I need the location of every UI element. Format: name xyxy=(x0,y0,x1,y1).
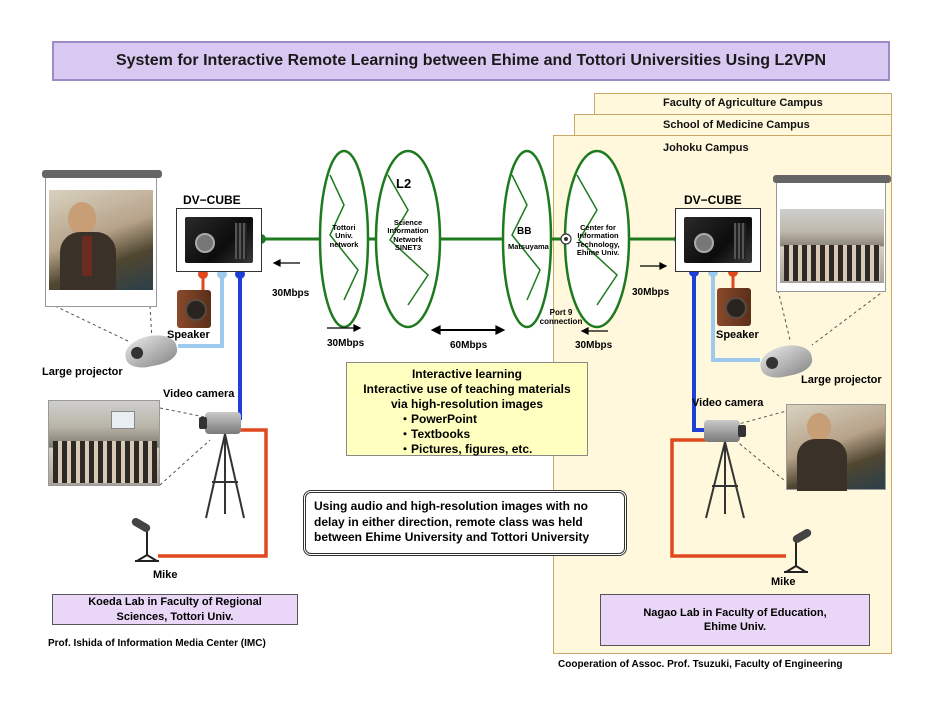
speaker-icon xyxy=(717,288,751,326)
left-camera-label: Video camera xyxy=(163,388,235,400)
microphone-icon xyxy=(784,529,812,573)
page-title: System for Interactive Remote Learning b… xyxy=(52,41,890,81)
left-dv-cube-label: DV−CUBE xyxy=(183,193,241,207)
dv-cube-icon xyxy=(684,217,752,263)
matsuyama-label: Matsuyama xyxy=(508,242,549,251)
speaker-icon xyxy=(177,290,211,328)
left-footer: Prof. Ishida of Information Media Center… xyxy=(48,638,266,649)
ehime-center-label: Center for Information Technology, Ehime… xyxy=(576,223,620,257)
left-dv-cube-box xyxy=(176,208,262,272)
right-footer: Cooperation of Assoc. Prof. Tsuzuki, Fac… xyxy=(558,659,843,670)
right-projector-label: Large projector xyxy=(801,374,882,386)
right-lab-box: Nagao Lab in Faculty of Education, Ehime… xyxy=(600,594,870,646)
sinet-speed: 60Mbps xyxy=(450,340,488,351)
right-speaker-label: Speaker xyxy=(716,329,759,341)
microphone-icon xyxy=(131,518,159,562)
interactive-line-1: Interactive learning xyxy=(411,367,523,381)
left-classroom-photo xyxy=(48,400,160,486)
tripod-icon xyxy=(705,441,745,519)
sinet-network-label: Science Information Network SINET3 xyxy=(387,218,429,252)
bb-label: BB xyxy=(517,226,532,237)
left-mike-label: Mike xyxy=(153,569,178,581)
left-speaker-label: Speaker xyxy=(167,329,210,341)
campus-label-agriculture: Faculty of Agriculture Campus xyxy=(663,97,823,109)
tripod-icon xyxy=(205,433,245,519)
video-camera-icon xyxy=(199,412,241,434)
port-label: Port 9 connection xyxy=(539,308,583,326)
right-mike-label: Mike xyxy=(771,576,796,588)
interactive-line-3: via high-resolution images xyxy=(390,397,544,411)
interactive-line-6: ・Pictures, figures, etc. xyxy=(399,442,533,456)
video-camera-icon xyxy=(704,420,746,442)
right-dv-cube-box xyxy=(675,208,761,272)
right-projection-screen xyxy=(773,175,891,292)
tottori-speed: 30Mbps xyxy=(327,338,365,349)
right-dv-cube-label: DV−CUBE xyxy=(684,193,742,207)
interactive-learning-box: Interactive learning Interactive use of … xyxy=(346,362,588,456)
summary-message-box: Using audio and high-resolution images w… xyxy=(303,490,627,556)
interactive-line-5: ・Textbooks xyxy=(399,427,471,441)
tottori-network-label: Tottori Univ. network xyxy=(329,223,359,249)
right-link-speed: 30Mbps xyxy=(632,287,670,298)
right-camera-label: Video camera xyxy=(692,397,764,409)
campus-label-johoku: Johoku Campus xyxy=(663,142,749,154)
ehime-speed: 30Mbps xyxy=(575,340,613,351)
interactive-line-4: ・PowerPoint xyxy=(399,412,478,426)
left-projector-label: Large projector xyxy=(42,366,123,378)
right-lecturer-photo xyxy=(786,404,886,491)
campus-label-medicine: School of Medicine Campus xyxy=(663,119,810,131)
left-projection-screen xyxy=(42,170,162,307)
dv-cube-icon xyxy=(185,217,253,263)
interactive-line-2: Interactive use of teaching materials xyxy=(363,382,571,396)
left-lab-box: Koeda Lab in Faculty of Regional Science… xyxy=(52,594,298,625)
left-link-speed: 30Mbps xyxy=(272,288,310,299)
l2-label: L2 xyxy=(396,176,412,191)
